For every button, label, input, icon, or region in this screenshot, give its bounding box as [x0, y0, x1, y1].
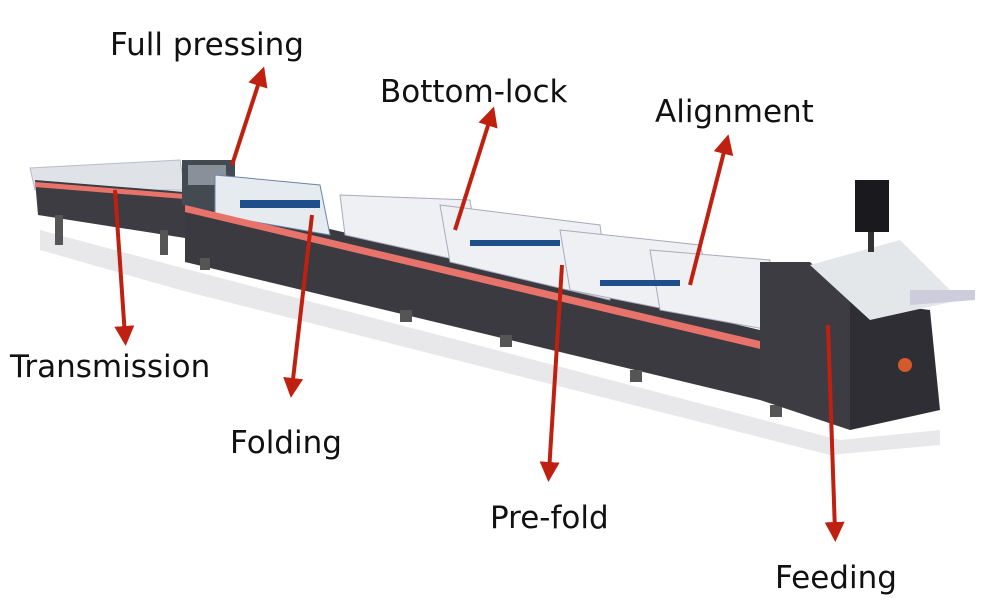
- label-full-pressing: Full pressing: [110, 27, 304, 63]
- arrow-feeding: [824, 324, 845, 542]
- label-folding: Folding: [230, 425, 342, 461]
- label-alignment: Alignment: [655, 94, 814, 130]
- main-body: [182, 160, 840, 417]
- arrow-transmission: [113, 189, 135, 346]
- arrow-alignment: [688, 134, 734, 286]
- label-pre-fold: Pre-fold: [490, 500, 609, 536]
- feeding-section: [760, 180, 975, 430]
- arrow-pre-fold: [539, 264, 564, 482]
- arrow-folding: [283, 214, 314, 398]
- arrow-full-pressing: [230, 66, 268, 166]
- transmission-section: [29, 159, 186, 255]
- label-bottom-lock: Bottom-lock: [380, 74, 568, 110]
- label-feeding: Feeding: [775, 560, 897, 596]
- label-transmission: Transmission: [10, 349, 211, 385]
- arrow-bottom-lock: [453, 106, 498, 231]
